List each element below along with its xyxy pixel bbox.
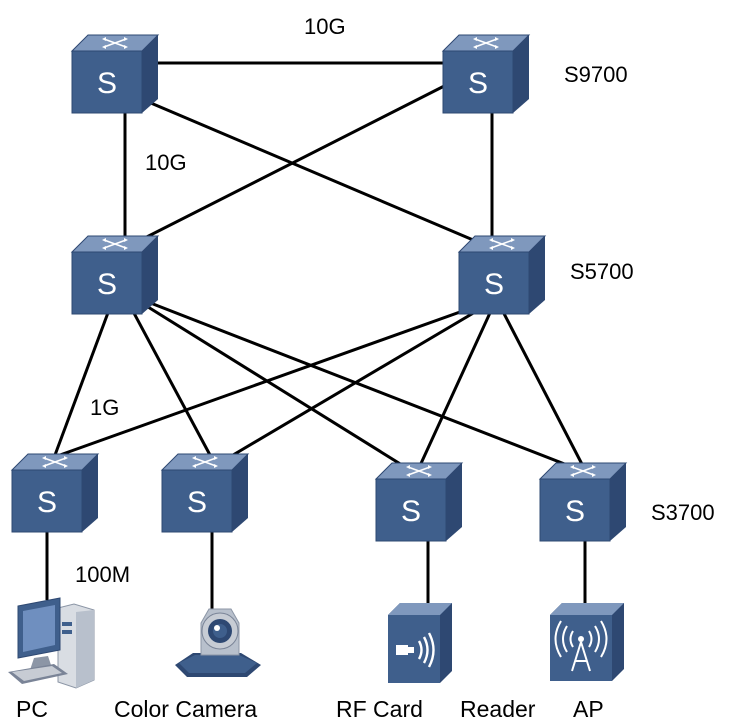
switch-icon [375, 462, 463, 542]
pc-icon [8, 597, 95, 689]
switch-icon [539, 462, 627, 542]
link-core-right-to-agg-left [124, 76, 461, 250]
switch-icon [71, 235, 159, 315]
device-label-camera: Color Camera [114, 696, 257, 722]
switch-icon [161, 453, 249, 533]
switch-label-core: S9700 [564, 62, 628, 87]
device-label-ap: AP [573, 696, 604, 722]
link-aggl-to-acc3 [139, 300, 411, 472]
link-label-100m: 100M [75, 562, 130, 587]
camera-icon [175, 608, 261, 677]
switch-icon [458, 235, 546, 315]
link-aggl-to-acc1 [53, 301, 114, 456]
link-aggl-to-acc2 [126, 301, 212, 456]
wireless-ap-icon [550, 603, 624, 681]
link-label-core-vertical: 10G [145, 150, 187, 175]
rf-card-icon [388, 603, 452, 683]
link-label-core-top: 10G [304, 14, 346, 39]
switch-label-access: S3700 [651, 500, 715, 525]
link-aggr-to-acc2 [227, 300, 493, 460]
device-label-rf-card: RF Card [336, 696, 423, 722]
link-core-left-to-agg-right [124, 90, 493, 250]
switch-label-aggregation: S5700 [570, 259, 634, 284]
switch-icon [71, 34, 159, 114]
link-aggl-to-acc4 [147, 300, 581, 472]
link-aggr-to-acc1 [59, 300, 489, 457]
device-label-reader: Reader [460, 696, 536, 722]
link-label-1g: 1G [90, 395, 119, 420]
link-aggr-to-acc3 [416, 301, 497, 471]
switch-icon [11, 453, 99, 533]
link-aggr-to-acc4 [496, 301, 587, 471]
switches [11, 34, 627, 542]
links [45, 61, 587, 610]
switch-icon [442, 34, 530, 114]
device-label-pc: PC [16, 696, 48, 722]
